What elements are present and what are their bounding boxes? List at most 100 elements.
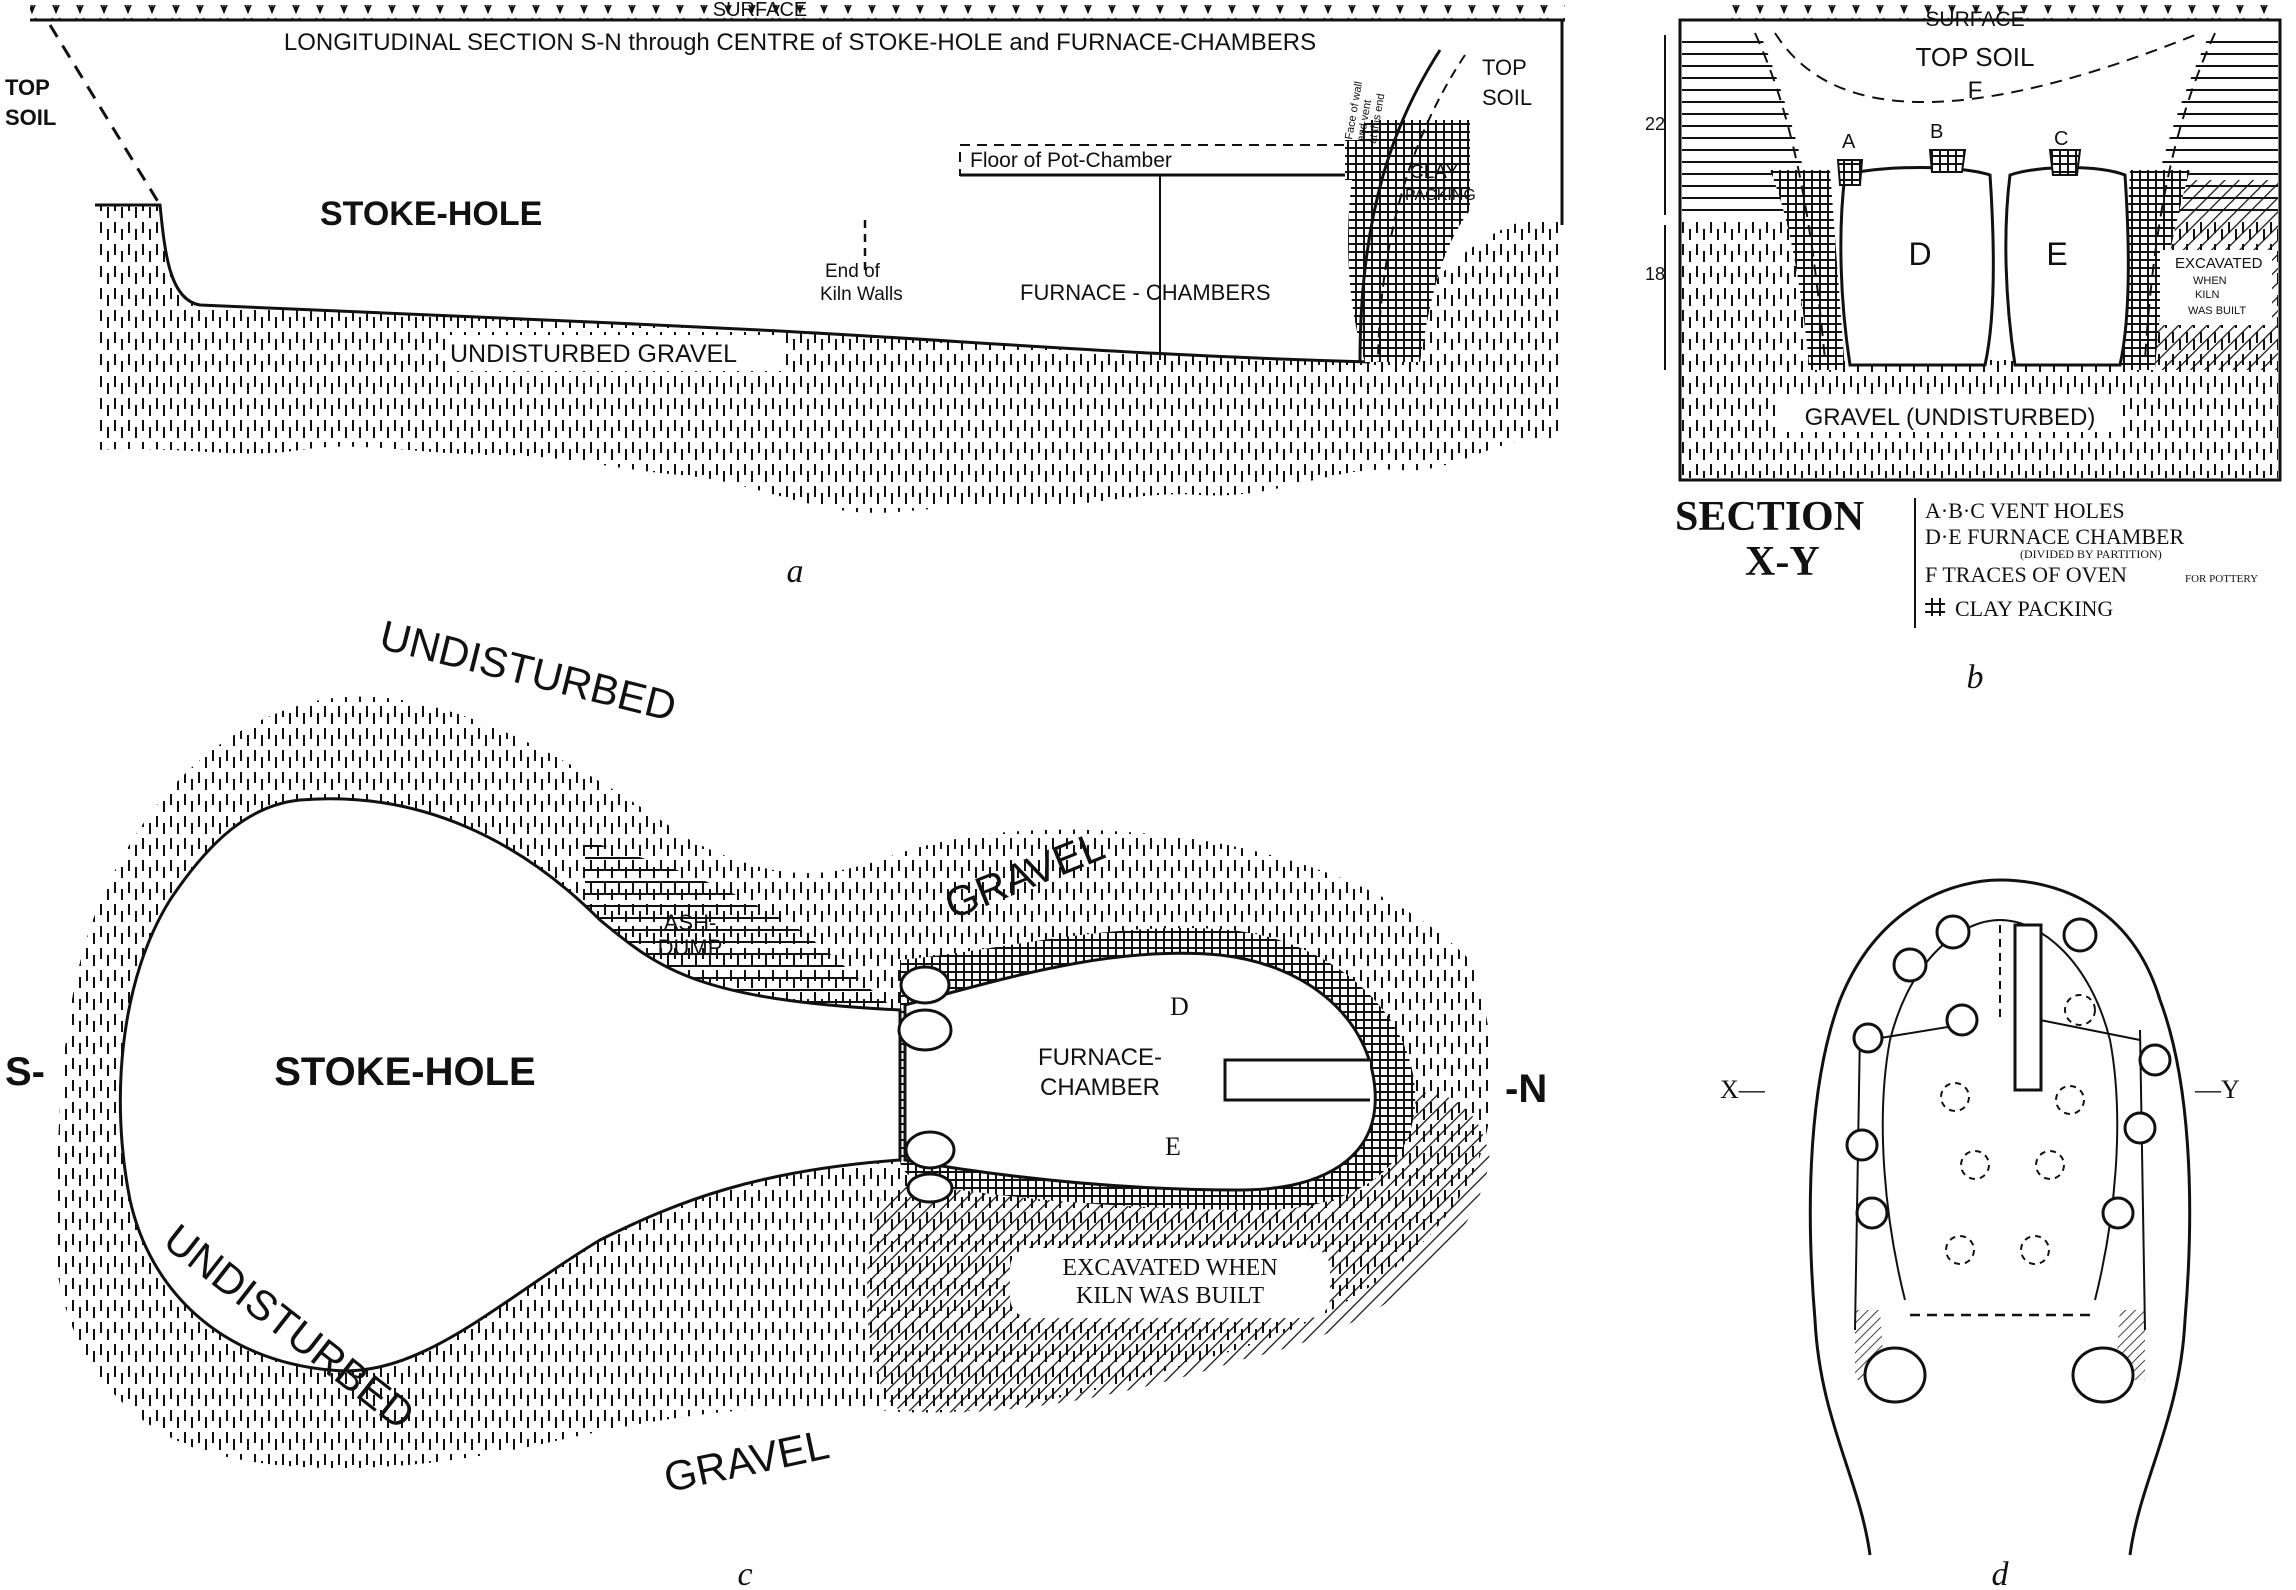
excavated-label-bg-c: [1010, 1248, 1330, 1318]
vertical-note: Face of wall and vent at this end: [1343, 81, 1387, 145]
furnace-chambers-label-a: FURNACE - CHAMBERS: [1020, 280, 1271, 305]
vent-hole-d-9: [1855, 1196, 1889, 1230]
s-label: S-: [5, 1050, 45, 1094]
vent-hole-d-6: [2138, 1043, 2172, 1077]
panel-c: UNDISTURBED GRAVEL ASH- DUMP S- -N STOKE…: [5, 611, 1547, 1590]
section-xy-1: SECTION: [1675, 494, 1864, 540]
top-soil-label-b: TOP SOIL: [1916, 42, 2035, 72]
gravel-label-bg-a: [445, 335, 785, 371]
vent-hole-d-8: [2123, 1111, 2157, 1145]
vent-clay-strip: [1345, 140, 1370, 180]
end-of-kiln-walls-2: Kiln Walls: [820, 284, 903, 305]
gravel-label-bg-b: [1780, 398, 2120, 432]
clay-packing-b-left: [1770, 170, 1845, 370]
panel-a: SURFACE LONGITUDINAL SECTION S-N through…: [5, 0, 1565, 590]
section-xy-2: X-Y: [1745, 539, 1820, 585]
top-soil-left-2: SOIL: [5, 105, 56, 130]
partition-d: [2013, 923, 2043, 1092]
vent-hole-d-10: [2101, 1196, 2135, 1230]
surface-label-b: SURFACE: [1925, 8, 2024, 31]
legend-clay: CLAY PACKING: [1955, 596, 2113, 621]
floor-of-pot-chamber-label: Floor of Pot-Chamber: [970, 149, 1172, 172]
vent-hole-d-4: [1945, 1003, 1979, 1037]
n-label: -N: [1505, 1067, 1547, 1111]
top-soil-right-2: SOIL: [1482, 85, 1532, 110]
vent-hole-dashed-4: [1960, 1150, 1990, 1180]
vent-block-2: [897, 1008, 953, 1052]
furnace-chamber-shape: [903, 951, 1377, 1192]
base-block-left: [1863, 1346, 1927, 1404]
label-c: C: [2054, 128, 2068, 150]
vent-hole-d-3: [2062, 917, 2098, 953]
label-e-c: E: [1165, 1132, 1181, 1161]
label-e-b: E: [2046, 236, 2067, 272]
clay-packing-label-a-1: CLAY: [1410, 162, 1459, 183]
legend-de-sub: (DIVIDED BY PARTITION): [2020, 547, 2162, 561]
stoke-hole-floor-line: [95, 203, 1371, 364]
chamber-d: [1839, 166, 1995, 367]
vent-block-3: [904, 1130, 956, 1170]
label-d-b: D: [1908, 236, 1931, 272]
y-label: —Y: [2194, 1075, 2240, 1104]
vent-hole-dashed-2: [1940, 1082, 1970, 1112]
partition-slot: [1223, 1058, 1370, 1102]
excavated-b-4: WAS BUILT: [2188, 305, 2246, 317]
ash-dump-label-2: DUMP: [658, 935, 723, 960]
vent-hole-dashed-3: [2055, 1085, 2085, 1115]
pit-outline-inner: [1774, 32, 2201, 104]
caption-d: d: [1992, 1556, 2010, 1590]
clay-packing-b-right: [2120, 170, 2190, 370]
stoke-hole-label-a: STOKE-HOLE: [320, 195, 542, 233]
chamber-e: [2004, 166, 2130, 367]
vent-block-4: [906, 1172, 954, 1204]
legend-clay-swatch: [1925, 598, 1945, 616]
vent-hole-dashed-5: [2035, 1150, 2065, 1180]
north-wall-outer: [1358, 49, 1442, 363]
legend-abc: A·B·C VENT HOLES: [1925, 498, 2125, 523]
north-wall-clay: [1348, 120, 1470, 362]
vent-hole-c: [2048, 149, 2082, 176]
vent-hole-d-7: [1845, 1128, 1879, 1162]
caption-b: b: [1967, 659, 1984, 696]
north-wall-inner: [1377, 54, 1466, 363]
furnace-chamber-label-1: FURNACE-: [1038, 1044, 1162, 1071]
top-soil-label-bg: [1880, 40, 2070, 72]
inner-wall-right: [2139, 1029, 2146, 1331]
dim-18: 18: [1645, 264, 1665, 284]
excavated-label-bg: [2160, 250, 2272, 325]
vent-hole-d-5: [1852, 1022, 1884, 1054]
caption-c: c: [737, 1556, 752, 1590]
label-f: F: [1968, 77, 1983, 104]
vent-block-1: [899, 965, 951, 1005]
panel-b-frame: [1678, 18, 2282, 482]
x-label: X—: [1720, 1075, 1766, 1104]
cross-line-r: [2039, 1019, 2141, 1041]
top-soil-right-1: TOP: [1482, 55, 1527, 80]
ash-dump-label-1: ASH-: [664, 910, 717, 935]
surface-grass-b: [1725, 5, 2280, 19]
vent-hole-dashed-6: [1945, 1235, 1975, 1265]
kiln-plan-inner: [1881, 918, 2119, 1301]
clay-packing-label-a-2: PACKING: [1405, 187, 1476, 204]
vent-hole-a: [1836, 159, 1864, 186]
vent-hole-dashed-7: [2020, 1235, 2050, 1265]
label-d-c: D: [1170, 992, 1189, 1021]
stoke-hole-shape: [118, 797, 902, 1373]
top-soil-slope: [48, 24, 162, 206]
panel-d: X— —Y d: [1720, 878, 2240, 1590]
end-of-kiln-walls-1: End of: [825, 261, 881, 282]
excavated-b-1: EXCAVATED: [2175, 255, 2263, 272]
vent-hole-b: [1928, 149, 1967, 173]
excavated-b-2: WHEN: [2193, 275, 2227, 287]
inner-wall-left: [1854, 1029, 1861, 1331]
legend-de: D·E FURNACE CHAMBER: [1925, 524, 2184, 549]
label-b: B: [1930, 121, 1943, 143]
legend-f-sub: FOR POTTERY: [2185, 573, 2258, 585]
top-soil-left-1: TOP: [5, 75, 50, 100]
panel-b: 22 18 SURFACE TOP SOIL F A B C D E EXCAV…: [1645, 5, 2282, 696]
vent-hole-d-2: [1935, 914, 1971, 950]
vent-hole-dashed-1: [2064, 994, 2096, 1026]
legend-f: F TRACES OF OVEN: [1925, 562, 2127, 587]
surface-label-a: SURFACE: [713, 0, 807, 21]
